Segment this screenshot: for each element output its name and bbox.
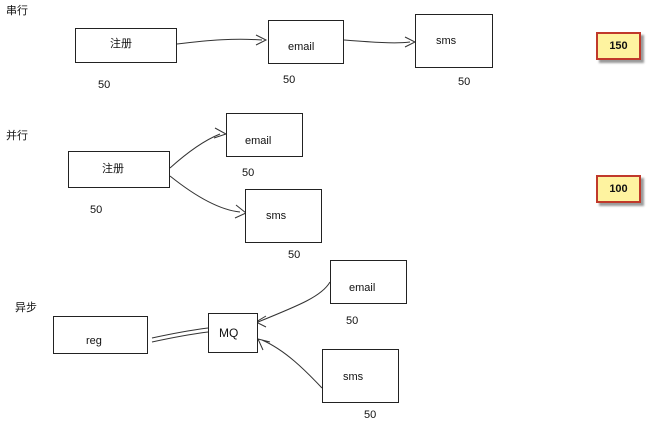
parallel-total-badge: 100 bbox=[596, 175, 641, 203]
serial-sms-text: sms bbox=[436, 35, 457, 47]
serial-register-time: 50 bbox=[98, 79, 111, 91]
async-reg-text: reg bbox=[86, 335, 102, 347]
parallel-sms-text: sms bbox=[266, 210, 287, 222]
arrow-serial-email-sms bbox=[343, 36, 417, 48]
arrow-async-sms-mq bbox=[257, 338, 323, 389]
serial-sms-time: 50 bbox=[458, 76, 471, 88]
parallel-sms-time: 50 bbox=[288, 249, 301, 261]
serial-email-time: 50 bbox=[283, 74, 296, 86]
parallel-register-box: 注册 bbox=[68, 151, 170, 188]
async-email-time: 50 bbox=[346, 315, 359, 327]
serial-register-text: 注册 bbox=[110, 38, 132, 50]
async-sms-time: 50 bbox=[364, 409, 377, 421]
async-mq-box: MQ bbox=[208, 313, 258, 353]
arrow-async-email-mq bbox=[254, 281, 331, 328]
async-label: 异步 bbox=[15, 302, 37, 314]
async-reg-box: reg bbox=[53, 316, 148, 354]
arrow-parallel-register-sms bbox=[169, 175, 247, 219]
parallel-email-text: email bbox=[245, 135, 272, 147]
arrow-parallel-register-email bbox=[169, 127, 228, 169]
parallel-label: 并行 bbox=[6, 130, 28, 142]
serial-label: 串行 bbox=[6, 5, 28, 17]
async-email-box: email bbox=[330, 260, 407, 304]
serial-email-text: email bbox=[288, 41, 315, 53]
parallel-register-time: 50 bbox=[90, 204, 103, 216]
parallel-register-text: 注册 bbox=[102, 163, 124, 175]
parallel-email-box: email bbox=[226, 113, 303, 157]
serial-sms-box: sms bbox=[415, 14, 493, 68]
async-sms-text: sms bbox=[343, 371, 364, 383]
serial-total-badge: 150 bbox=[596, 32, 641, 60]
arrow-serial-register-email bbox=[176, 34, 268, 46]
serial-email-box: email bbox=[268, 20, 344, 64]
parallel-sms-box: sms bbox=[245, 189, 322, 243]
async-email-text: email bbox=[349, 282, 376, 294]
async-mq-text: MQ bbox=[219, 326, 239, 340]
parallel-email-time: 50 bbox=[242, 167, 255, 179]
serial-register-box: 注册 bbox=[75, 28, 177, 63]
arrow-async-reg-mq bbox=[151, 327, 209, 343]
async-sms-box: sms bbox=[322, 349, 399, 403]
